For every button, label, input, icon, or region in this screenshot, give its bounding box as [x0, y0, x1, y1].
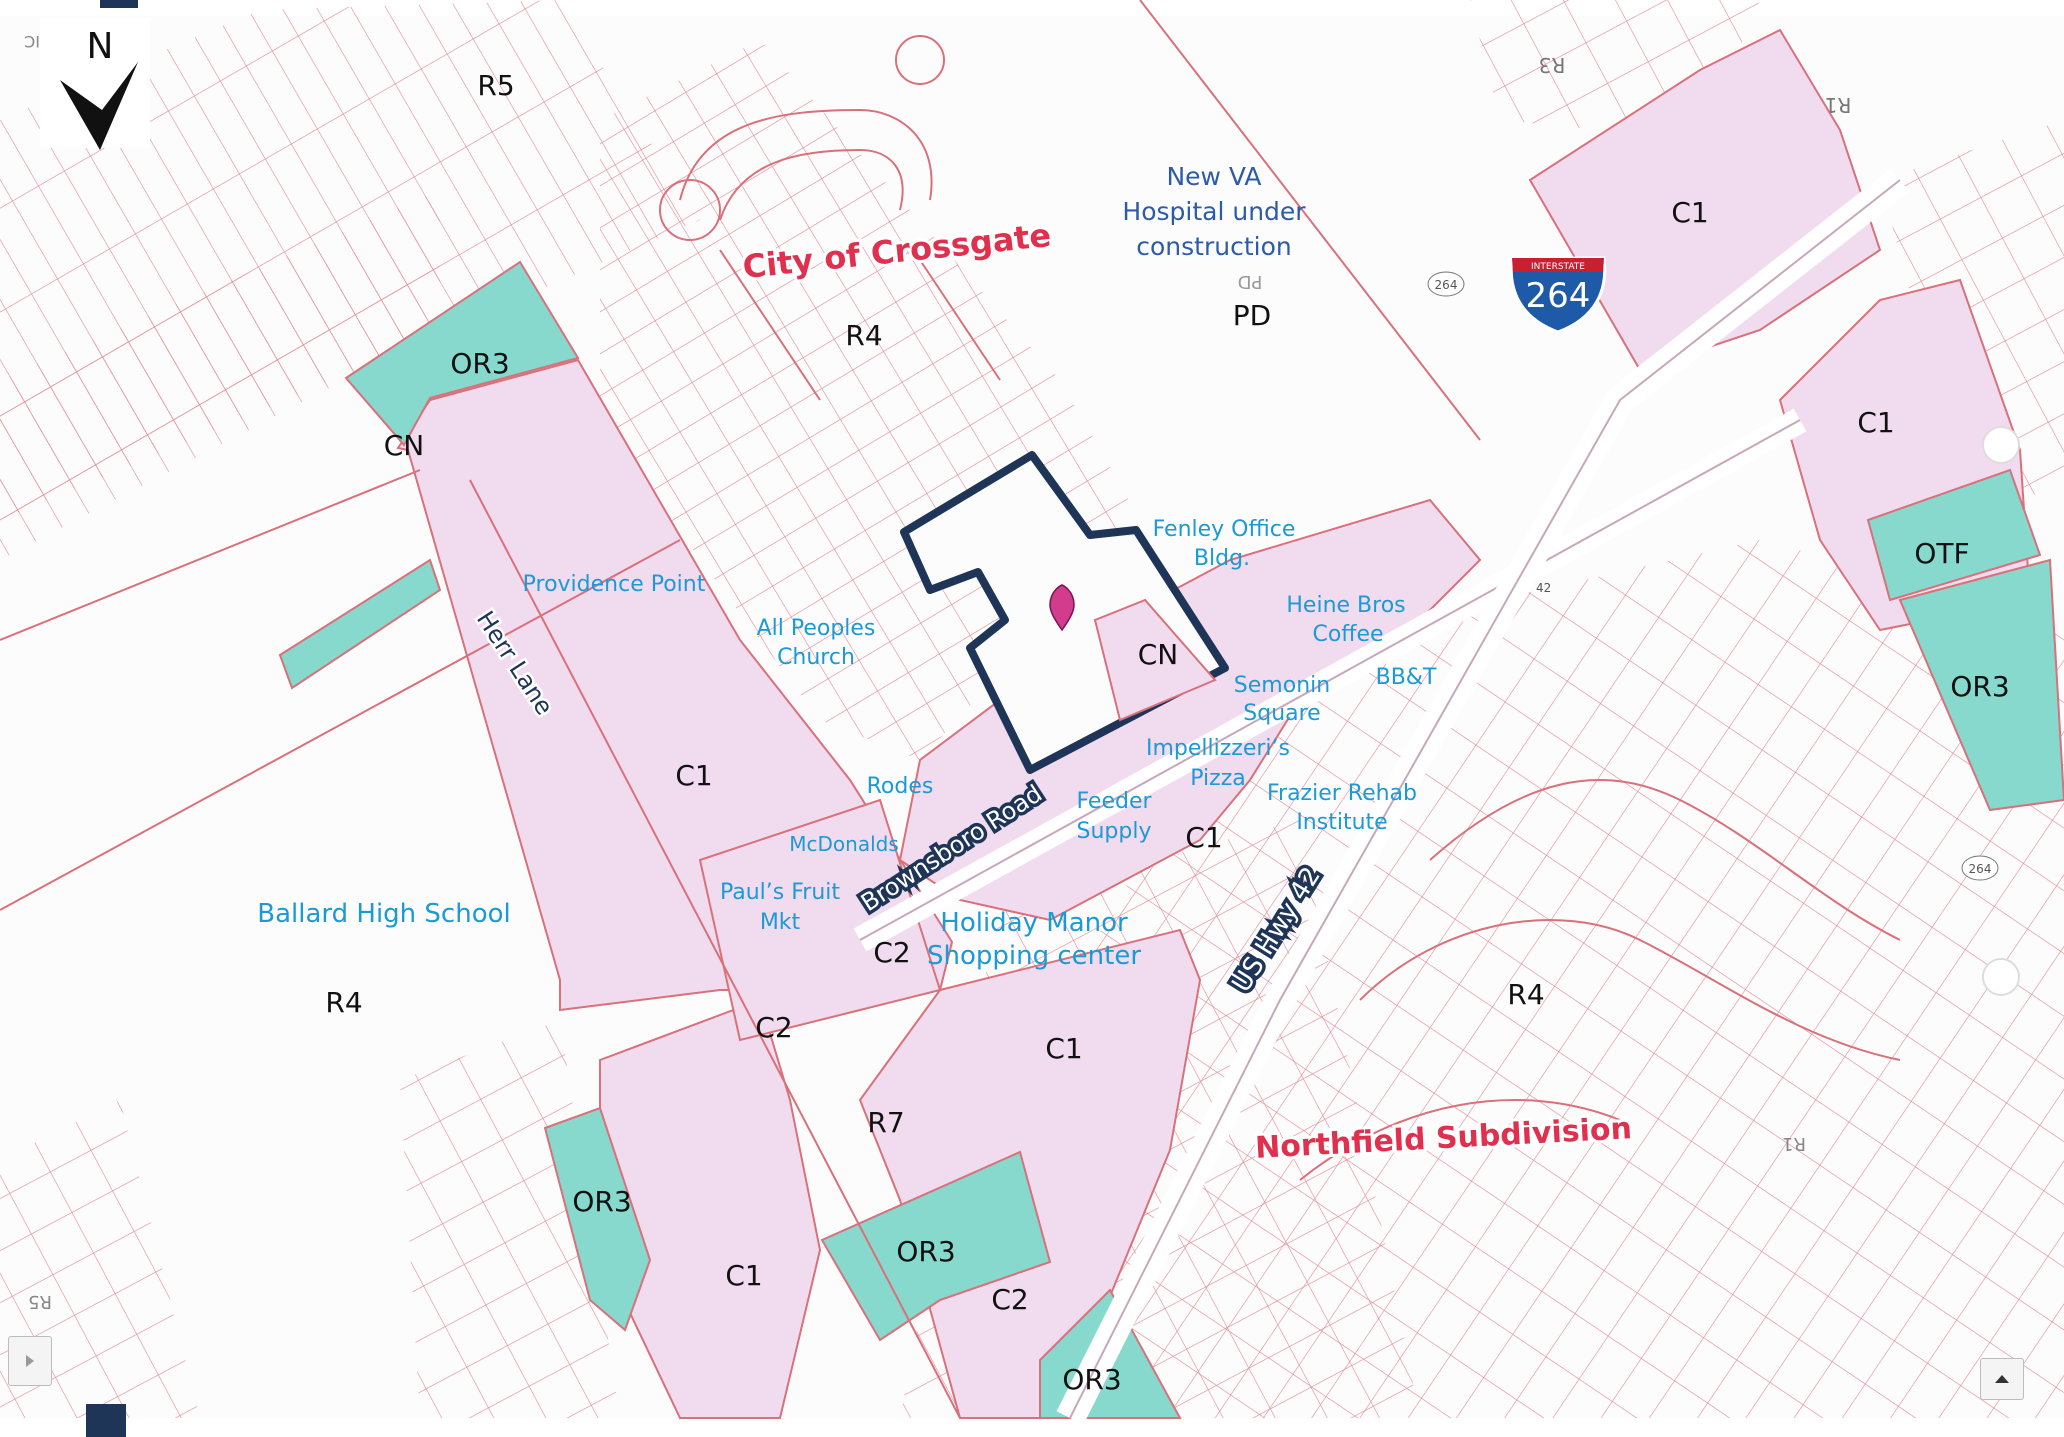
heine-bros-label-1: Heine Bros: [1286, 593, 1405, 618]
route-264-badge-text: 264: [1435, 278, 1458, 292]
semonin-label-2: Square: [1243, 701, 1320, 726]
chevron-right-icon: [26, 1355, 34, 1367]
fenley-label-2: Bldg.: [1194, 546, 1250, 571]
office-zones: [278, 260, 2064, 1419]
previous-page-button[interactable]: [8, 1336, 52, 1386]
zone-r7: R7: [867, 1106, 904, 1139]
major-roads: [0, 0, 1901, 1419]
feeder-supply-label-1: Feeder: [1076, 789, 1152, 814]
va-hospital-label-1: New VA: [1166, 162, 1261, 191]
binder-hole: [1982, 958, 2020, 996]
zone-c1-east: C1: [1857, 406, 1894, 439]
zone-r1-top: R1: [1825, 93, 1852, 117]
zone-otf: OTF: [1914, 537, 1969, 570]
holiday-manor-label-2: Shopping center: [927, 941, 1141, 971]
va-hospital-label-2: Hospital under: [1122, 197, 1306, 226]
holiday-manor-label-1: Holiday Manor: [940, 908, 1128, 938]
zone-cn-nw: CN: [384, 429, 425, 462]
zone-c1-feeder: C1: [1185, 821, 1222, 854]
frazier-label-1: Frazier Rehab: [1267, 781, 1417, 806]
zone-or3-bottom: OR3: [1062, 1363, 1121, 1396]
impellizzeri-label-2: Pizza: [1190, 766, 1245, 791]
interstate-shield-top: INTERSTATE: [1531, 262, 1585, 272]
mcdonalds-label: McDonalds: [789, 832, 899, 856]
zone-ic-corner: IC: [24, 32, 40, 51]
crossgate-streets: [659, 35, 1001, 401]
fenley-label-1: Fenley Office: [1153, 517, 1296, 542]
zone-c2-s: C2: [991, 1283, 1028, 1316]
heine-bros-label-2: Coffee: [1312, 622, 1383, 647]
compass-north-arrow-icon: N: [40, 18, 150, 150]
binder-hole: [1982, 426, 2020, 464]
route-42-badge-text: 42: [1536, 581, 1551, 595]
all-peoples-label-1: All Peoples: [757, 616, 876, 641]
interstate-shield-number: 264: [1526, 276, 1591, 316]
zone-r5-top: R5: [477, 69, 514, 102]
zone-or3-s: OR3: [896, 1235, 955, 1268]
zone-r5-sw: R5: [28, 1291, 52, 1312]
zone-labels: R5 R3 R1 OR3 CN R4 PD PD C1 C1 OTF OR3 C…: [24, 32, 2010, 1396]
va-hospital-label-3: construction: [1136, 232, 1291, 261]
zone-or3-sw: OR3: [572, 1185, 631, 1218]
zone-c2-b: C2: [755, 1011, 792, 1044]
northfield-streets: [1299, 779, 1901, 1181]
all-peoples-label-2: Church: [777, 645, 855, 670]
frazier-label-2: Institute: [1296, 810, 1387, 835]
compass-label: N: [87, 26, 114, 67]
zone-c1-south: C1: [1045, 1032, 1082, 1065]
zone-or3-east: OR3: [1950, 670, 2009, 703]
providence-point-label: Providence Point: [523, 572, 706, 597]
bbt-label: BB&T: [1376, 665, 1437, 690]
zone-pd-mirror: PD: [1238, 271, 1263, 292]
zone-c1-providence: C1: [675, 759, 712, 792]
route-264-badge-icon: [1427, 271, 1465, 297]
zone-r4-ballard: R4: [325, 986, 362, 1019]
interstate-264-shield-icon: INTERSTATE 264: [1509, 256, 1607, 334]
feeder-supply-label-2: Supply: [1077, 819, 1152, 844]
page-tab-marker: [86, 1404, 126, 1437]
route-badges: 264 264 42: [1427, 271, 1999, 881]
semonin-label-1: Semonin: [1234, 673, 1330, 698]
rodes-label: Rodes: [867, 774, 934, 799]
chevron-up-icon: [1995, 1375, 2009, 1383]
pauls-fruit-label-2: Mkt: [760, 910, 801, 935]
zone-cn-site: CN: [1138, 638, 1179, 671]
site-marker-icon: [1049, 584, 1075, 632]
zone-c2-a: C2: [873, 936, 910, 969]
zone-or3-nw: OR3: [450, 347, 509, 380]
zone-r4-northfield: R4: [1507, 978, 1544, 1011]
pauls-fruit-label-1: Paul’s Fruit: [720, 880, 840, 905]
zone-pd: PD: [1233, 299, 1271, 332]
zone-r4-crossgate: R4: [845, 319, 882, 352]
ballard-label: Ballard High School: [257, 899, 511, 929]
zone-r3-top: R3: [1539, 53, 1566, 77]
impellizzeri-label-1: Impellizzeri’s: [1146, 736, 1290, 761]
zone-c1-ne: C1: [1671, 196, 1708, 229]
route-264-badge-icon: [1961, 855, 1999, 881]
zone-r1-se: R1: [1782, 1133, 1806, 1154]
page-tab-marker: [100, 0, 138, 8]
scroll-up-button[interactable]: [1980, 1358, 2024, 1400]
route-264-badge-text: 264: [1969, 862, 1992, 876]
zone-c1-sw: C1: [725, 1259, 762, 1292]
site-cn-parcel: [1093, 598, 1217, 722]
